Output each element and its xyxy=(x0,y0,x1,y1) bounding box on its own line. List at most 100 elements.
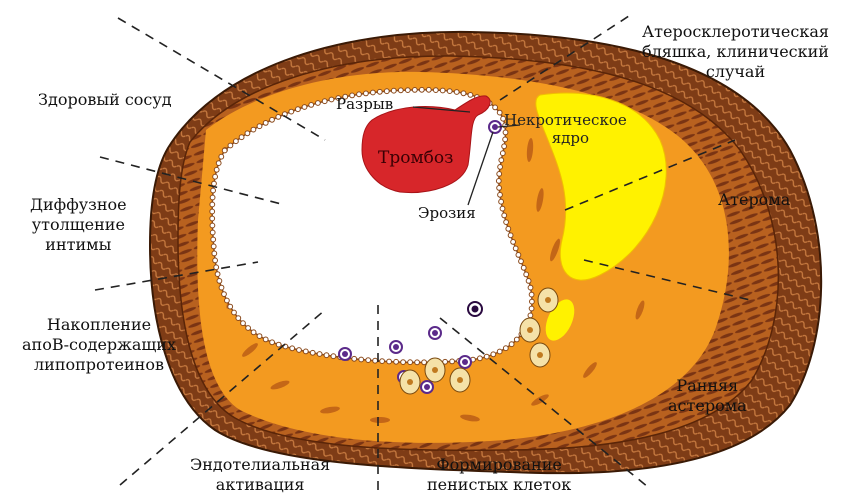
endothelial-cell xyxy=(499,158,504,163)
endothelial-cell xyxy=(228,304,233,309)
endothelial-cell xyxy=(210,209,215,214)
endothelial-cell xyxy=(484,354,489,359)
endothelial-cell xyxy=(241,321,246,326)
label-accum-line3: липопротеинов xyxy=(22,355,176,375)
endothelial-cell xyxy=(228,143,233,148)
label-rupture: Разрыв xyxy=(336,95,393,113)
endothelial-cell xyxy=(496,179,501,184)
label-diffuse-line3: интимы xyxy=(30,235,127,255)
endothelial-cell xyxy=(210,230,215,235)
endothelial-cell xyxy=(257,334,262,339)
label-foam-cell-formation: Формирование пенистых клеток xyxy=(427,455,571,495)
endothelial-cell xyxy=(210,223,215,228)
endothelial-cell xyxy=(504,220,509,225)
endothelial-cell xyxy=(426,87,431,92)
endothelial-cell xyxy=(366,358,371,363)
label-foam-line1: Формирование xyxy=(427,455,571,475)
endothelial-cell xyxy=(234,139,239,144)
endothelial-cell xyxy=(419,87,424,92)
label-endo-line2: активация xyxy=(190,475,330,495)
label-plaque-line1: Атеросклеротическая xyxy=(642,22,829,42)
endothelial-cell xyxy=(251,330,256,335)
label-foam-line2: пенистых клеток xyxy=(427,475,571,495)
endothelial-cell xyxy=(310,350,315,355)
endothelial-cell xyxy=(245,131,250,136)
endothelial-cell xyxy=(222,292,227,297)
endothelial-cell xyxy=(213,174,218,179)
endothelial-cell xyxy=(394,359,399,364)
endothelial-cell xyxy=(408,360,413,365)
endothelial-cell xyxy=(391,88,396,93)
endothelial-cell xyxy=(497,172,502,177)
endothelial-cell xyxy=(289,109,294,114)
endothelial-cell xyxy=(497,110,502,115)
endothelial-cell xyxy=(303,349,308,354)
label-plaque-line3: случай xyxy=(642,62,829,82)
endothelial-cell xyxy=(398,88,403,93)
label-early-atheroma: Ранняя астерома xyxy=(668,376,747,416)
endothelial-cell xyxy=(440,88,445,93)
label-plaque-line2: бляшка, клинический xyxy=(642,42,829,62)
endothelial-cell xyxy=(412,88,417,93)
label-diffuse-line2: утолщение xyxy=(30,215,127,235)
endothelial-cell xyxy=(232,310,237,315)
endothelial-cell xyxy=(210,195,215,200)
endothelial-cell xyxy=(508,233,513,238)
endothelial-cell xyxy=(516,253,521,258)
endothelial-cell xyxy=(276,115,281,120)
endothelial-cell xyxy=(210,202,215,207)
endothelial-cell xyxy=(212,181,217,186)
label-diffuse-line1: Диффузное xyxy=(30,195,127,215)
endothelial-cell xyxy=(263,121,268,126)
endothelial-cell xyxy=(290,346,295,351)
endothelial-cell xyxy=(499,199,504,204)
label-healthy-vessel: Здоровый сосуд xyxy=(38,90,172,110)
endothelial-cell xyxy=(217,279,222,284)
endothelial-cell xyxy=(359,357,364,362)
endothelial-cell xyxy=(331,354,336,359)
endothelial-cell xyxy=(503,346,508,351)
endothelial-cell xyxy=(433,88,438,93)
endothelial-cell xyxy=(405,88,410,93)
endothelial-cell xyxy=(270,117,275,122)
endothelial-cell xyxy=(461,91,466,96)
endothelial-cell xyxy=(309,103,314,108)
endothelial-cell xyxy=(528,285,533,290)
endothelial-cell xyxy=(216,161,221,166)
endothelial-cell xyxy=(454,90,459,95)
endothelial-cell xyxy=(497,349,502,354)
label-clinical-plaque: Атеросклеротическая бляшка, клинический … xyxy=(642,22,829,82)
endothelial-cell xyxy=(352,356,357,361)
endothelial-cell xyxy=(513,246,518,251)
endothelial-cell xyxy=(377,89,382,94)
endothelial-cell xyxy=(387,359,392,364)
endothelial-cell xyxy=(468,93,473,98)
endothelial-cell xyxy=(302,105,307,110)
endothelial-cell xyxy=(236,316,241,321)
endothelial-cell xyxy=(528,313,533,318)
endothelial-cell xyxy=(514,337,519,342)
endothelial-cell xyxy=(530,299,535,304)
endothelial-cell xyxy=(450,359,455,364)
endothelial-cell xyxy=(239,135,244,140)
endothelial-cell xyxy=(521,265,526,270)
endothelial-cell xyxy=(502,213,507,218)
label-endothelial-activation: Эндотелиальная активация xyxy=(190,455,330,495)
label-erosion: Эрозия xyxy=(418,204,476,222)
endothelial-cell xyxy=(506,226,511,231)
endothelial-cell xyxy=(380,359,385,364)
endothelial-cell xyxy=(211,244,216,249)
endothelial-cell xyxy=(415,360,420,365)
endothelial-cell xyxy=(529,306,534,311)
endothelial-cell xyxy=(212,251,217,256)
endothelial-cell xyxy=(526,279,531,284)
label-early-line2: астерома xyxy=(668,396,747,416)
endothelial-cell xyxy=(373,358,378,363)
endothelial-cell xyxy=(214,265,219,270)
endothelial-cell xyxy=(211,188,216,193)
endothelial-cell xyxy=(317,352,322,357)
label-atheroma: Атерома xyxy=(718,190,790,210)
endothelial-cell xyxy=(509,342,514,347)
endothelial-cell xyxy=(263,337,268,342)
endothelial-cell xyxy=(219,154,224,159)
